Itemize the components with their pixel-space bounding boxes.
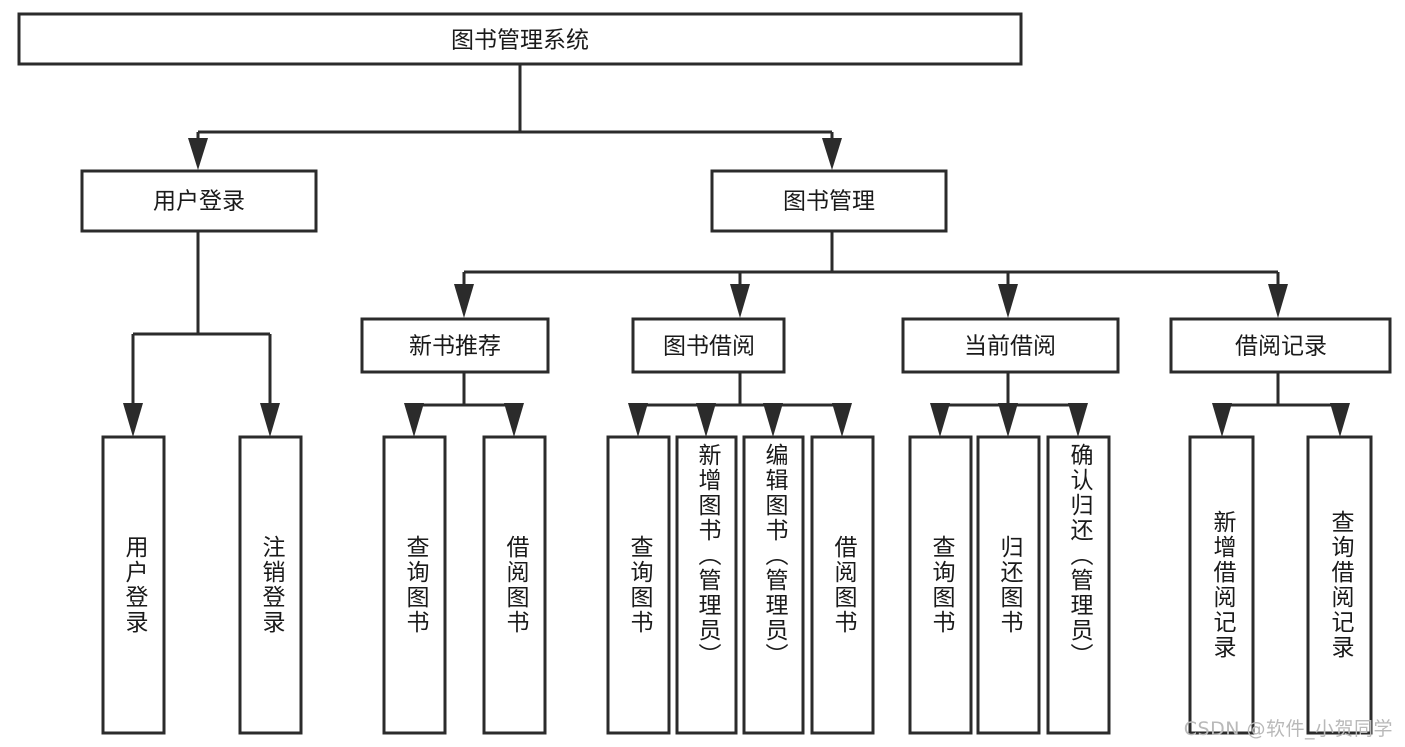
leaf-confirm-return-box[interactable] — [1046, 435, 1111, 735]
arrow-head-leaf-query-book-2 — [628, 403, 648, 437]
leaf-logout-login-box[interactable] — [238, 435, 303, 735]
node-user-login-label: 用户登录 — [153, 189, 245, 215]
node-book-borrow[interactable]: 图书借阅 — [631, 317, 786, 374]
arrow-head-book-borrow — [730, 284, 750, 318]
leaf-return-book-box[interactable] — [976, 435, 1041, 735]
leaf-user-login-box[interactable] — [101, 435, 166, 735]
arrow-head-user-login — [188, 138, 208, 170]
node-book-management[interactable]: 图书管理 — [710, 169, 948, 233]
arrow-head-leaf-logout-login — [260, 403, 280, 437]
node-book-borrow-label: 图书借阅 — [663, 334, 755, 360]
leaf-borrow-book-2-box[interactable] — [810, 435, 875, 735]
arrow-head-current-borrow — [998, 284, 1018, 318]
node-borrow-record[interactable]: 借阅记录 — [1169, 317, 1392, 374]
node-new-book-recommend-box[interactable] — [360, 317, 550, 374]
arrow-head-leaf-return-book — [998, 403, 1018, 437]
connector-layer — [123, 65, 1350, 437]
arrow-head-leaf-query-book-1 — [404, 403, 424, 437]
leaf-borrow-book-1-box[interactable] — [482, 435, 547, 735]
leaf-edit-book-box[interactable] — [742, 435, 805, 735]
node-user-login-box[interactable] — [80, 169, 318, 233]
arrow-head-leaf-confirm-return — [1068, 403, 1088, 437]
node-book-management-label: 图书管理 — [783, 189, 875, 215]
arrow-head-leaf-query-book-3 — [930, 403, 950, 437]
node-book-borrow-box[interactable] — [631, 317, 786, 374]
node-book-management-box[interactable] — [710, 169, 948, 233]
node-user-login[interactable]: 用户登录 — [80, 169, 318, 233]
node-new-book-recommend-label: 新书推荐 — [409, 334, 501, 360]
arrow-head-leaf-add-book — [696, 403, 716, 437]
arrow-head-leaf-query-record — [1330, 403, 1350, 437]
node-new-book-recommend[interactable]: 新书推荐 — [360, 317, 550, 374]
node-current-borrow-box[interactable] — [901, 317, 1120, 374]
leaf-node-group — [101, 435, 1373, 735]
leaf-query-record-box[interactable] — [1306, 435, 1373, 735]
arrow-head-leaf-borrow-book-2 — [832, 403, 852, 437]
node-current-borrow[interactable]: 当前借阅 — [901, 317, 1120, 374]
arrow-head-leaf-edit-book — [763, 403, 783, 437]
arrow-head-leaf-user-login — [123, 403, 143, 437]
node-root-label: 图书管理系统 — [451, 28, 589, 54]
node-current-borrow-label: 当前借阅 — [964, 334, 1056, 360]
leaf-add-book-box[interactable] — [675, 435, 738, 735]
arrow-head-borrow-record — [1268, 284, 1288, 318]
leaf-add-record-box[interactable] — [1188, 435, 1255, 735]
arrow-head-new-book-recommend — [454, 284, 474, 318]
leaf-query-book-1-box[interactable] — [382, 435, 447, 735]
leaf-query-book-2-box[interactable] — [606, 435, 671, 735]
arrow-head-leaf-borrow-book-1 — [504, 403, 524, 437]
leaf-query-book-3-box[interactable] — [908, 435, 973, 735]
node-root[interactable]: 图书管理系统 — [17, 12, 1023, 66]
node-root-box[interactable] — [17, 12, 1023, 66]
arrow-head-book-management — [822, 138, 842, 170]
csdn-watermark: CSDN @软件_小贺同学 — [1183, 718, 1393, 740]
node-borrow-record-label: 借阅记录 — [1235, 334, 1327, 360]
node-borrow-record-box[interactable] — [1169, 317, 1392, 374]
arrow-head-leaf-add-record — [1212, 403, 1232, 437]
